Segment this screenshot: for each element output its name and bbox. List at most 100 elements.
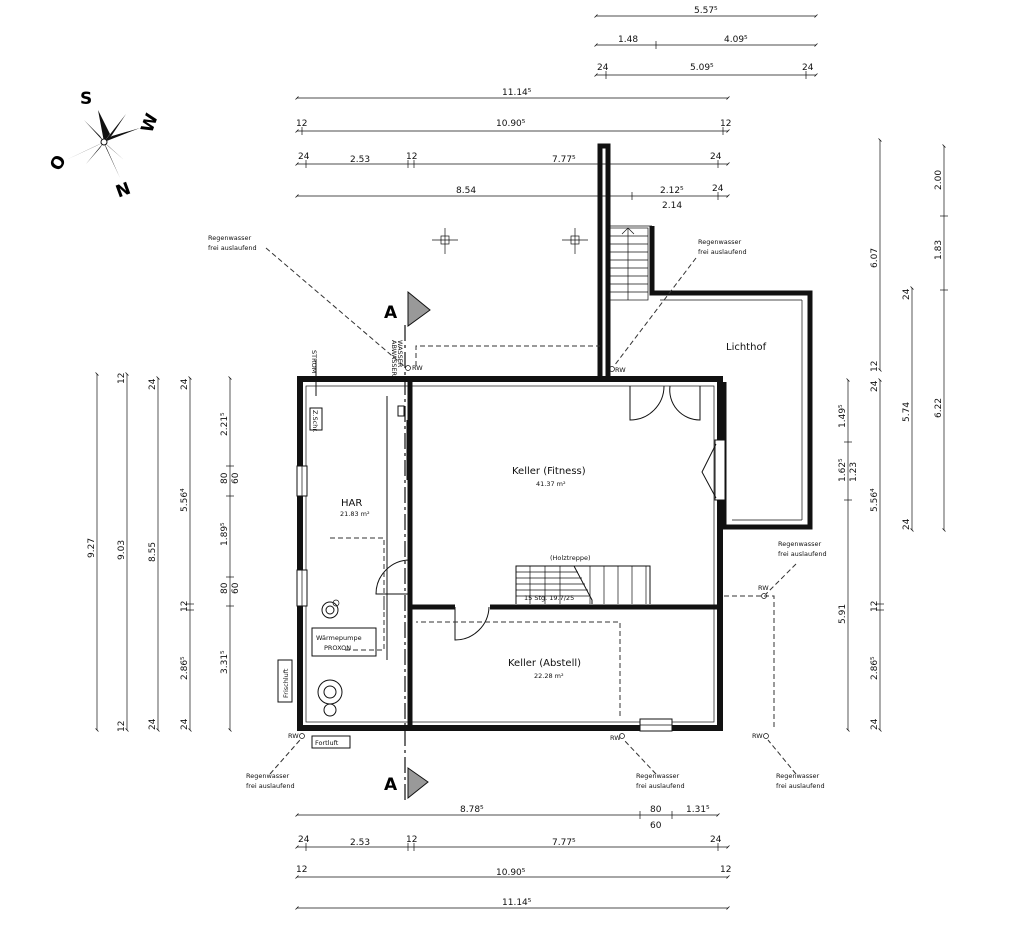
interior-staircase: (Holztreppe) 15 Stg. 19.7/25: [515, 554, 651, 604]
dim-text: 6.07: [870, 248, 880, 268]
rainwater-note: Regenwasser frei auslaufend RW: [610, 733, 685, 790]
room-har-area: 21.83 m²: [340, 510, 370, 518]
dim-text: 12: [180, 601, 190, 612]
dim-text: 8.54: [456, 186, 476, 196]
rainwater-line1: Regenwasser: [246, 772, 290, 780]
dim-text: 1.89⁵: [220, 522, 230, 546]
compass-label-o: O: [46, 152, 71, 175]
dim-text: 1.31⁵: [686, 805, 710, 815]
dim-text: 2.21⁵: [220, 412, 230, 436]
dim-text: 2.00: [934, 170, 944, 190]
dim-text: 7.77⁵: [552, 155, 576, 165]
meter-label: Z.Schr.: [311, 410, 319, 432]
dim-text: 10.90⁵: [496, 119, 526, 129]
rainwater-line2: frei auslaufend: [636, 782, 685, 790]
dim-text: 2.14: [662, 201, 682, 211]
dim-text: 80: [220, 582, 230, 594]
dim-text: 10.90⁵: [496, 868, 526, 878]
rainwater-line1: Regenwasser: [698, 238, 742, 246]
dim-text: 5.56⁴: [870, 488, 880, 512]
compass-label-n: N: [113, 179, 133, 203]
dimension-chains-top: 5.57⁵ 1.48 4.09⁵ 24 5.09⁵ 24 11.14⁵ 12 1…: [295, 6, 818, 211]
dim-text: 2.86⁵: [870, 656, 880, 680]
dim-text: 5.74: [902, 402, 912, 422]
dim-text: 60: [231, 472, 241, 484]
dim-text: 12: [296, 865, 307, 875]
rainwater-line2: frei auslaufend: [778, 550, 827, 558]
dim-text: 24: [148, 378, 158, 390]
dim-text: 60: [650, 821, 662, 831]
dim-text: 12: [720, 865, 731, 875]
dim-text: 8.55: [148, 542, 158, 562]
dim-text: 80: [220, 472, 230, 484]
rainwater-notes: Regenwasser frei auslaufend RW Regenwass…: [208, 234, 827, 790]
dim-text: 3.31⁵: [220, 650, 230, 674]
dim-text: 12: [870, 361, 880, 372]
rainwater-line1: Regenwasser: [636, 772, 680, 780]
dim-text: 1.49⁵: [838, 404, 848, 428]
dim-text: 60: [231, 582, 241, 594]
dim-text: 1.83: [934, 240, 944, 260]
stair-spec-label: 15 Stg. 19.7/25: [524, 594, 574, 602]
rainwater-line1: Regenwasser: [776, 772, 820, 780]
dim-text: 24: [298, 152, 310, 162]
dim-text: 8.78⁵: [460, 805, 484, 815]
dim-text: 1.62⁵: [838, 458, 848, 482]
rainwater-note: Regenwasser frei auslaufend RW: [208, 234, 423, 372]
section-line-a: A A: [384, 290, 431, 800]
dim-text: 9.03: [117, 540, 127, 560]
dim-text: 24: [870, 718, 880, 730]
dim-text: 12: [296, 119, 307, 129]
dimension-chains-bottom: 8.78⁵ 80 1.31⁵ 60 24 2.53 12 7.77⁵ 24 12…: [295, 805, 731, 910]
dim-text: 12: [117, 373, 127, 384]
dim-text: 24: [597, 63, 609, 73]
rw-label: RW: [758, 584, 769, 592]
rainwater-line2: frei auslaufend: [698, 248, 747, 256]
building-walls: [297, 143, 813, 731]
rainwater-line2: frei auslaufend: [246, 782, 295, 790]
dim-text: 2.53: [350, 155, 370, 165]
dim-text: 12: [720, 119, 731, 129]
dim-text: 9.27: [87, 538, 97, 558]
window-openings: [296, 439, 726, 732]
rainwater-note: Regenwasser frei auslaufend RW: [609, 238, 747, 374]
dim-text: 24: [710, 835, 722, 845]
dim-text: 12: [406, 152, 417, 162]
dim-text: 12: [406, 835, 417, 845]
dim-text: 24: [802, 63, 814, 73]
dim-text: 11.14⁵: [502, 88, 532, 98]
room-abstell-area: 22.28 m²: [534, 672, 564, 680]
room-fitness-area: 41.37 m²: [536, 480, 566, 488]
rainwater-line2: frei auslaufend: [776, 782, 825, 790]
dim-text: 4.09⁵: [724, 35, 748, 45]
heat-pump-unit: Wärmepumpe PROXON Frischluft Fortluft: [277, 599, 377, 749]
dim-text: 24: [180, 718, 190, 730]
lichthof-staircase: [607, 227, 649, 301]
rw-label: RW: [615, 366, 626, 374]
utility-lines: STROM ABWASSER WASSER Z.Schr.: [309, 340, 775, 730]
rainwater-note: Regenwasser frei auslaufend RW: [758, 540, 827, 599]
fortluft-label: Fortluft: [315, 739, 339, 747]
reference-crosses: [432, 228, 588, 254]
dim-text: 24: [902, 288, 912, 300]
heat-pump-label: Wärmepumpe: [316, 634, 362, 642]
dim-text: 2.53: [350, 838, 370, 848]
strom-label: STROM: [310, 350, 318, 373]
dim-text: 24: [148, 718, 158, 730]
room-har-name: HAR: [341, 498, 362, 509]
dim-text: 80: [650, 805, 662, 815]
dim-text: 5.56⁴: [180, 488, 190, 512]
rw-label: RW: [752, 732, 763, 740]
dim-text: 5.91: [838, 604, 848, 624]
dim-text: 11.14⁵: [502, 898, 532, 908]
dim-text: 1.23: [849, 462, 859, 482]
room-fitness-name: Keller (Fitness): [512, 466, 586, 477]
abwasser-label: ABWASSER: [390, 340, 398, 377]
dim-text: 24: [712, 184, 724, 194]
dim-text: 5.09⁵: [690, 63, 714, 73]
dim-text: 24: [870, 380, 880, 392]
dim-text: 24: [298, 835, 310, 845]
dim-text: 24: [902, 518, 912, 530]
dim-text: 7.77⁵: [552, 838, 576, 848]
